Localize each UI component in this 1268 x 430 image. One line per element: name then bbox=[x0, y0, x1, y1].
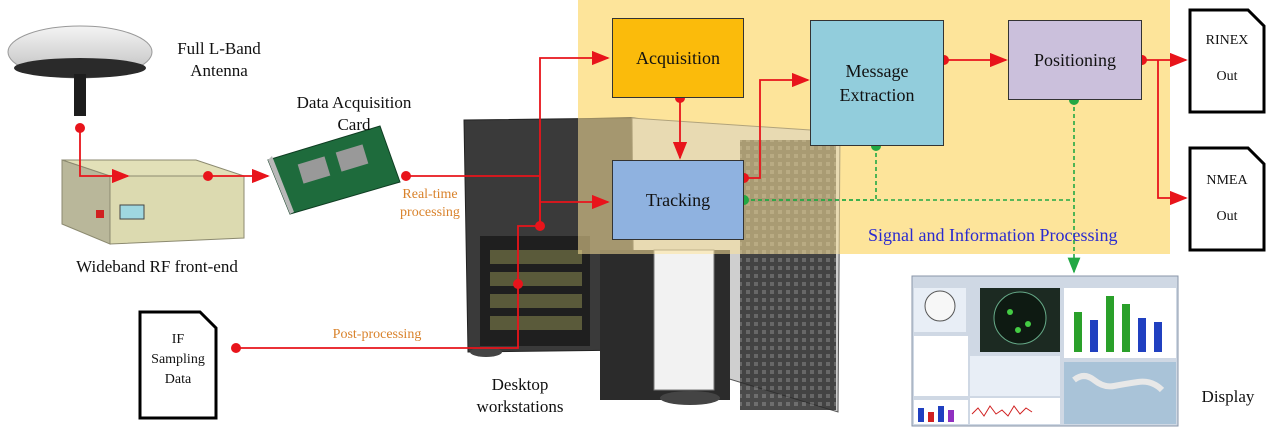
nmea-title: NMEA bbox=[1206, 173, 1248, 188]
postprocessing-label: Post-processing bbox=[332, 327, 422, 342]
rinex-output: RINEX Out bbox=[1192, 30, 1262, 88]
rinex-out: Out bbox=[1216, 69, 1238, 84]
acquisition-label: Acquisition bbox=[636, 48, 720, 68]
rinex-document-shape bbox=[1188, 8, 1266, 114]
green-connections bbox=[744, 100, 1081, 274]
message-extraction-label: Message Extraction bbox=[839, 61, 915, 105]
display-label: Display bbox=[1201, 387, 1255, 406]
acquisition-block: Acquisition bbox=[612, 18, 744, 98]
workstation-label: Desktop workstations bbox=[476, 375, 564, 416]
realtime-label: Real-time processing bbox=[400, 187, 460, 220]
signal-processing-label: Signal and Information Processing bbox=[868, 225, 1118, 245]
message-extraction-block: Message Extraction bbox=[810, 20, 944, 146]
daq-card-label: Data Acquisition Card bbox=[296, 93, 412, 134]
positioning-label: Positioning bbox=[1033, 50, 1117, 70]
nmea-out: Out bbox=[1216, 209, 1238, 224]
antenna-image bbox=[7, 25, 153, 116]
red-connections bbox=[79, 50, 1188, 349]
nmea-output: NMEA Out bbox=[1192, 170, 1262, 228]
if-data-document-shape bbox=[138, 310, 218, 420]
daq-card-image bbox=[267, 125, 401, 215]
positioning-block: Positioning bbox=[1008, 20, 1142, 100]
rf-frontend-label: Wideband RF front-end bbox=[76, 257, 238, 276]
display-screenshot bbox=[911, 275, 1179, 427]
rf-frontend-image bbox=[61, 159, 245, 245]
tracking-block: Tracking bbox=[612, 160, 744, 240]
tracking-label: Tracking bbox=[645, 190, 711, 210]
nmea-document-shape bbox=[1188, 146, 1266, 252]
if-data-label: IF Sampling Data bbox=[151, 332, 205, 387]
antenna-label: Full L-Band Antenna bbox=[177, 39, 261, 80]
rinex-title: RINEX bbox=[1205, 33, 1249, 48]
